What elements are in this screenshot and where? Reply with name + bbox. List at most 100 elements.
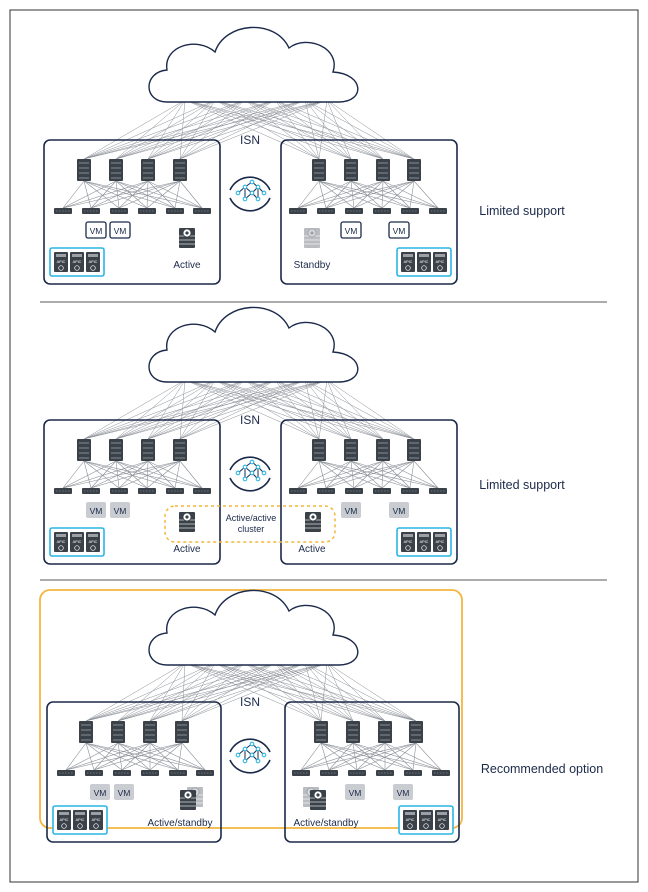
- site-left-frame: [43, 419, 221, 565]
- site-right-frame: [284, 701, 460, 843]
- vm-label: VM: [90, 506, 103, 516]
- leaf-switch-icon: [141, 770, 159, 776]
- vm-label: VM: [393, 506, 406, 516]
- vm-icon: VM: [114, 784, 134, 800]
- vm-icon: VM: [85, 221, 107, 239]
- leaf-switch-icon: [113, 770, 131, 776]
- firewall-icon: [180, 790, 196, 810]
- scenario-label: Recommended option: [481, 762, 603, 776]
- apic-controller-icon: APIC: [54, 252, 68, 272]
- active-standby-pair-icon: [303, 787, 326, 810]
- spine-switch-icon: [376, 159, 390, 181]
- leaf-switch-icon: [193, 488, 211, 494]
- leaf-switch-icon: [317, 208, 335, 214]
- leaf-switch-icon: [292, 770, 310, 776]
- vm-icon: VM: [393, 784, 413, 800]
- vm-label: VM: [118, 788, 131, 798]
- standby-firewall-icon: [304, 228, 320, 248]
- leaf-switch-icon: [432, 770, 450, 776]
- leaf-switch-icon: [169, 770, 187, 776]
- leaf-switch-icon: [196, 770, 214, 776]
- apic-label: APIC: [420, 540, 429, 544]
- spine-switch-icon: [111, 721, 125, 743]
- apic-controller-icon: APIC: [417, 252, 431, 272]
- apic-controller-icon: APIC: [417, 532, 431, 552]
- leaf-switch-icon: [404, 770, 422, 776]
- leaf-switch-icon: [82, 488, 100, 494]
- spine-switch-icon: [409, 721, 423, 743]
- isn-label: ISN: [240, 413, 260, 427]
- left-device-label: Active: [173, 544, 201, 555]
- apic-label: APIC: [92, 818, 101, 822]
- apic-controller-icon: APIC: [401, 252, 415, 272]
- apic-controller-icon: APIC: [86, 252, 100, 272]
- left-device-label: Active/standby: [147, 818, 212, 829]
- spine-switch-icon: [344, 159, 358, 181]
- leaf-switch-icon: [82, 208, 100, 214]
- right-device-label: Active: [298, 544, 326, 555]
- fabric-logo-icon: [229, 738, 271, 774]
- active-active-cluster-outline: [164, 505, 336, 543]
- firewall-icon: [310, 790, 326, 810]
- apic-cluster: APIC APIC APIC: [49, 247, 105, 277]
- apic-label: APIC: [57, 540, 66, 544]
- vm-label: VM: [345, 226, 358, 236]
- apic-label: APIC: [76, 818, 85, 822]
- vm-label: VM: [397, 788, 410, 798]
- cluster-label: cluster: [238, 524, 265, 534]
- leaf-switch-icon: [345, 208, 363, 214]
- vm-icon: VM: [90, 784, 110, 800]
- site-left-frame: [43, 139, 221, 285]
- spine-switch-icon: [344, 439, 358, 461]
- leaf-switch-icon: [57, 770, 75, 776]
- vm-icon: VM: [388, 221, 410, 239]
- leaf-switch-icon: [429, 488, 447, 494]
- spine-switch-icon: [79, 721, 93, 743]
- right-device-label: Active/standby: [293, 818, 358, 829]
- isn-cloud-icon: [148, 306, 359, 383]
- vm-label: VM: [393, 226, 406, 236]
- spine-switch-icon: [109, 439, 123, 461]
- apic-controller-icon: APIC: [86, 532, 100, 552]
- site-right-frame: [280, 419, 458, 565]
- leaf-switch-icon: [110, 488, 128, 494]
- apic-label: APIC: [406, 818, 415, 822]
- apic-label: APIC: [60, 818, 69, 822]
- site-right-frame: [280, 139, 458, 285]
- isn-links: [83, 99, 415, 160]
- spine-switch-icon: [175, 721, 189, 743]
- leaf-switch-icon: [289, 208, 307, 214]
- spine-switch-icon: [346, 721, 360, 743]
- spine-leaf-links: [65, 742, 442, 771]
- leaf-switch-icon: [373, 488, 391, 494]
- spine-switch-icon: [312, 439, 326, 461]
- spine-switch-icon: [141, 159, 155, 181]
- spine-switch-icon: [173, 439, 187, 461]
- apic-label: APIC: [436, 540, 445, 544]
- spine-switch-icon: [376, 439, 390, 461]
- spine-switch-icon: [143, 721, 157, 743]
- site-left-frame: [46, 701, 222, 843]
- leaf-switch-icon: [401, 208, 419, 214]
- leaf-switch-icon: [193, 208, 211, 214]
- apic-controller-icon: APIC: [54, 532, 68, 552]
- isn-links: [83, 379, 415, 440]
- vm-label: VM: [345, 506, 358, 516]
- leaf-switch-icon: [166, 208, 184, 214]
- cluster-label: Active/active: [226, 513, 277, 523]
- firewall-icon: [179, 512, 195, 532]
- vm-icon: VM: [341, 502, 361, 518]
- apic-label: APIC: [422, 818, 431, 822]
- vm-icon: VM: [86, 502, 106, 518]
- vm-icon: VM: [110, 502, 130, 518]
- apic-label: APIC: [73, 260, 82, 264]
- vm-icon: VM: [389, 502, 409, 518]
- leaf-switch-icon: [376, 770, 394, 776]
- leaf-switch-icon: [373, 208, 391, 214]
